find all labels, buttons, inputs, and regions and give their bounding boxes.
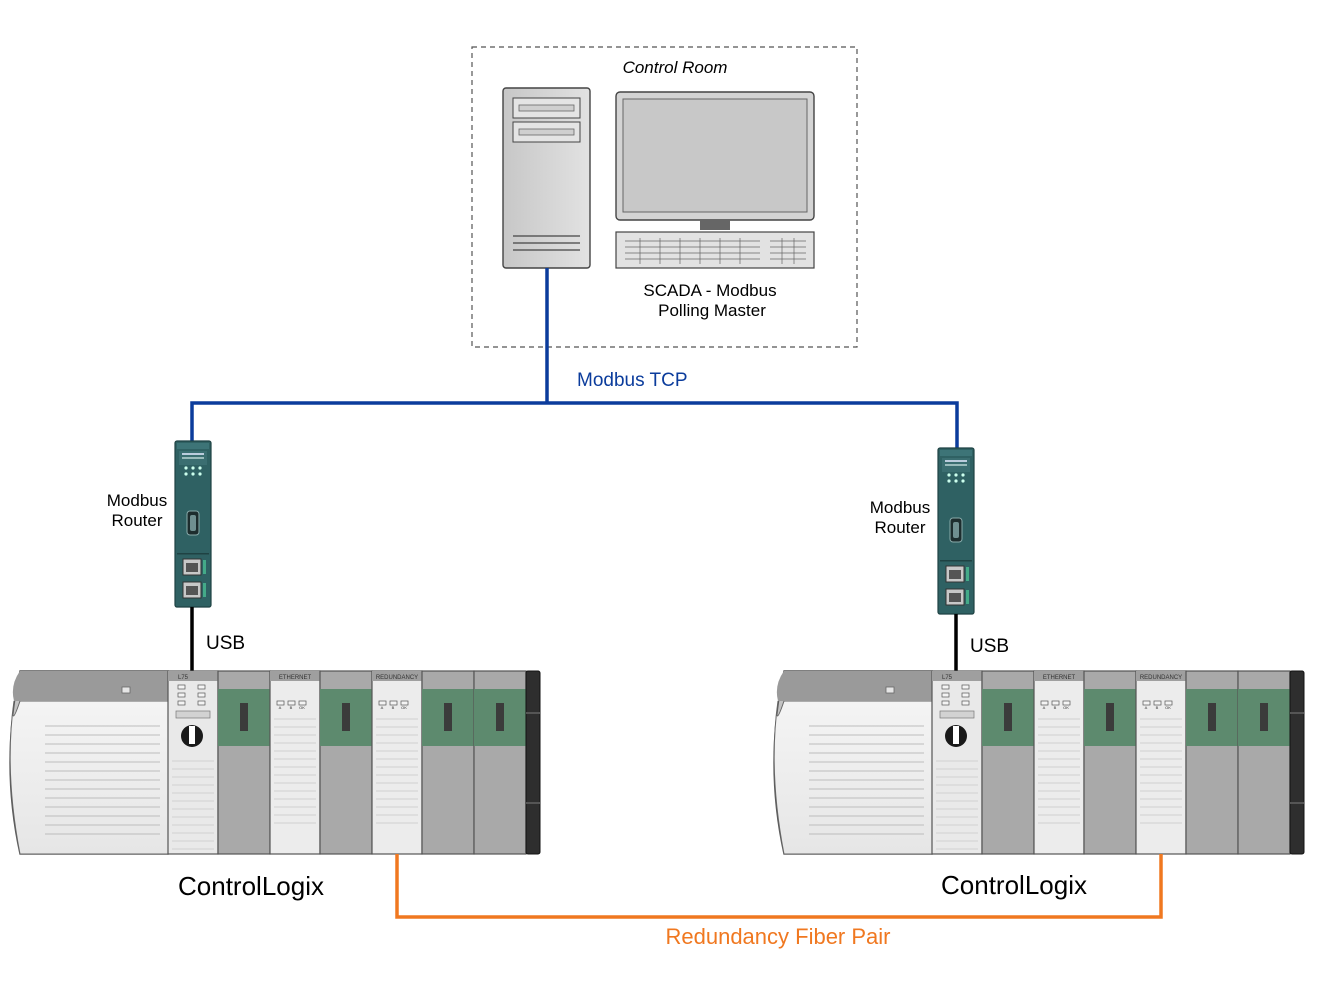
- right-eth-led-ok: OK: [1063, 705, 1069, 710]
- right-redundancy-module-label: REDUNDANCY: [1140, 675, 1182, 681]
- left-red-led-ok: OK: [401, 705, 407, 710]
- left-controllogix-label: ControlLogix: [178, 871, 324, 901]
- left-eth-led-ok: OK: [299, 705, 305, 710]
- scada-label-line1: SCADA - Modbus: [643, 281, 776, 300]
- right-ethernet-module-label: ETHERNET: [1043, 675, 1076, 681]
- pc-tower-icon: [502, 87, 591, 269]
- keyboard-icon: [615, 231, 815, 269]
- left-eth-led-b: B: [290, 705, 293, 710]
- right-router-label-line1: Modbus: [870, 498, 930, 517]
- left-red-led-b: B: [392, 705, 395, 710]
- left-cpu-module-label: L75: [178, 675, 189, 681]
- redundancy-fiber-line: [395, 854, 1163, 919]
- left-redundancy-module-label: REDUNDANCY: [376, 675, 418, 681]
- right-usb-label: USB: [970, 636, 1009, 657]
- right-controllogix-chassis-icon: [773, 670, 1305, 855]
- monitor-icon: [615, 91, 815, 230]
- right-cpu-module-label: L75: [942, 675, 953, 681]
- left-controllogix-chassis-icon: [9, 670, 541, 855]
- control-room-title: Control Room: [623, 58, 728, 77]
- right-eth-led-b: B: [1054, 705, 1057, 710]
- scada-label-line2: Polling Master: [658, 301, 766, 320]
- redundancy-fiber-label: Redundancy Fiber Pair: [665, 924, 890, 949]
- left-red-led-a: A: [381, 705, 384, 710]
- right-controllogix-label: ControlLogix: [941, 870, 1087, 900]
- right-red-led-b: B: [1156, 705, 1159, 710]
- left-router-label-line2: Router: [111, 511, 162, 530]
- right-router-label-line2: Router: [874, 518, 925, 537]
- modbus-tcp-label: Modbus TCP: [577, 370, 688, 391]
- left-modbus-router-icon: [174, 440, 212, 608]
- left-eth-led-a: A: [279, 705, 282, 710]
- left-router-label-line1: Modbus: [107, 491, 167, 510]
- left-usb-label: USB: [206, 633, 245, 654]
- control-room-boundary: [471, 46, 858, 348]
- right-red-led-a: A: [1145, 705, 1148, 710]
- left-ethernet-module-label: ETHERNET: [279, 675, 312, 681]
- right-modbus-router-icon: [937, 447, 975, 615]
- modbus-tcp-bus-line: [190, 401, 959, 449]
- right-eth-led-a: A: [1043, 705, 1046, 710]
- right-red-led-ok: OK: [1165, 705, 1171, 710]
